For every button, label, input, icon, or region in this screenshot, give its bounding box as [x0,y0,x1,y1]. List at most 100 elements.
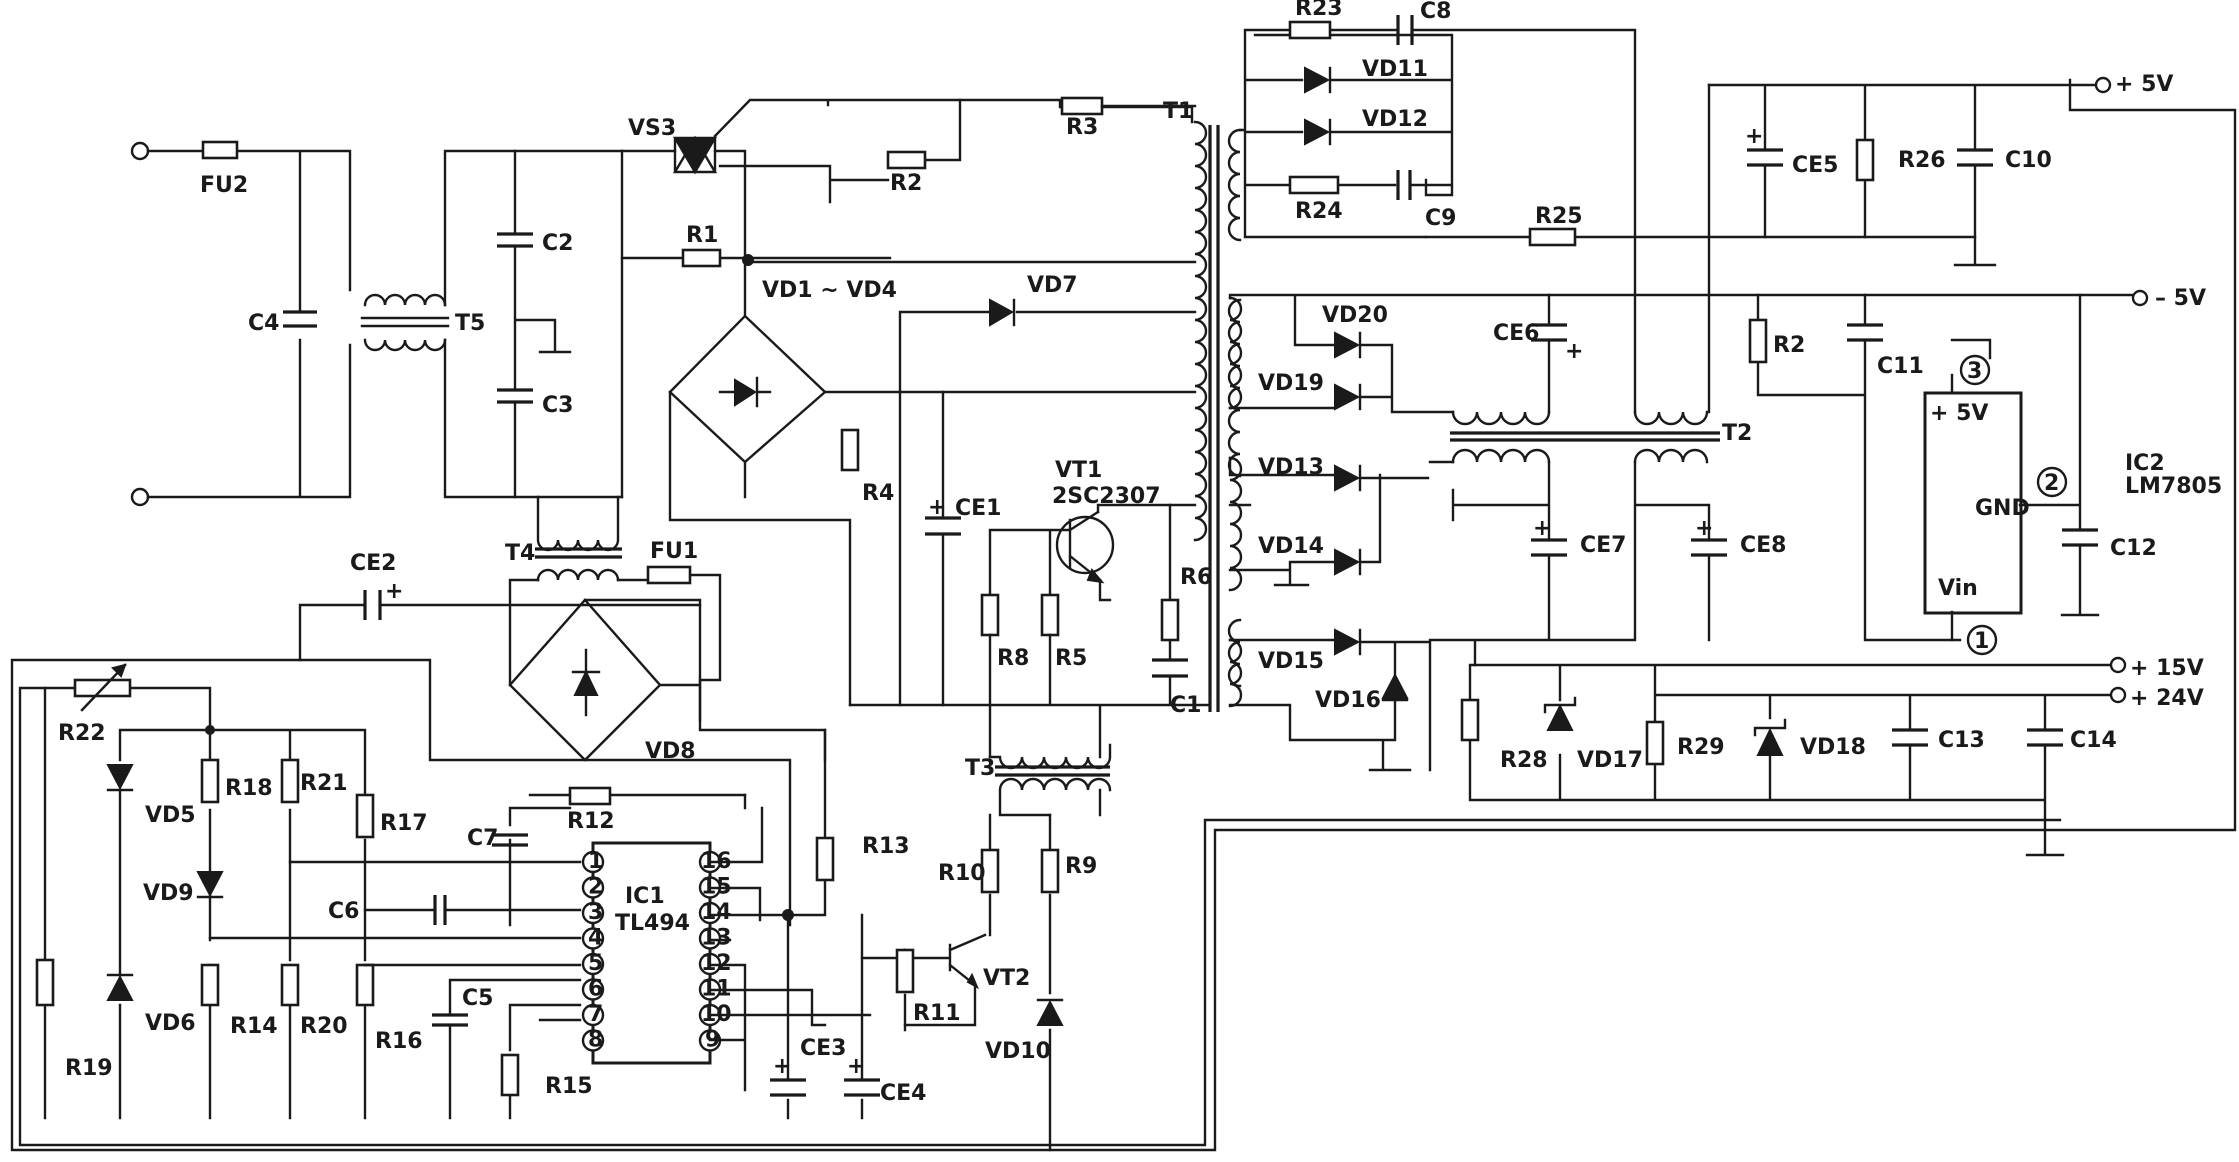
label-t5: T5 [455,311,485,336]
capacitor-ce8 [1691,538,1727,557]
label-r5: R5 [1055,646,1087,671]
ic1-pin-12-number: 12 [701,951,732,976]
label-vd5: VD5 [145,803,196,828]
label-ce2: CE2 [350,551,396,576]
label-c5: C5 [462,986,493,1011]
label-r2: R2 [890,171,922,196]
capacitor-ce2 [363,590,382,620]
ic1-pin-1 [581,850,605,874]
ic2-pin-2 [2036,466,2068,498]
label-r22: R22 [58,721,106,746]
label-c8: C8 [1420,0,1451,24]
ic1-body [591,841,712,1065]
svg-text:+: + [1695,516,1713,541]
fuse-fu2 [201,140,239,160]
label-r28: R28 [1500,748,1548,773]
capacitor-c13 [1892,728,1928,747]
transformer-t1 [1193,120,1242,712]
label-c7: C7 [467,826,498,851]
zener-vd10 [1036,998,1064,1026]
label-r21: R21 [300,771,348,796]
label-ce7: CE7 [1580,533,1626,558]
capacitor-c10 [1957,148,1993,167]
label-r20: R20 [300,1014,348,1039]
label-r13: R13 [862,834,910,859]
label-vt1-part: 2SC2307 [1052,484,1161,509]
svg-text:+: + [1745,124,1763,149]
label-r14: R14 [230,1014,278,1039]
resistor-r9 [1040,848,1060,894]
label-vt1: VT1 [1055,458,1102,483]
label-t1: T1 [1163,99,1193,124]
t1-secondary-windings: VD20 VD19 VD13 VD14 VD15 VD16 [1228,293,2082,772]
fuse-fu1 [646,565,692,585]
snubber-network: R23 C8 VD11 VD12 R24 C9 R25 [1238,0,1977,414]
ic1-pin-13-number: 13 [701,926,732,951]
label-vd14: VD14 [1258,534,1324,559]
ic1-pin-3-number: 3 [588,900,603,925]
capacitor-c9 [1396,170,1412,200]
label-r3: R3 [1066,115,1098,140]
resistor-r20 [280,963,300,1007]
label-r9: R9 [1065,854,1097,879]
resistor-r25 [1528,227,1577,247]
low-voltage-outputs: + 5V + CE5 R26 C10 – 5V R2 C11 C12 + 5V … [1707,72,2222,656]
label-vd18: VD18 [1800,735,1866,760]
label-vt2: VT2 [983,966,1030,991]
label-vd15: VD15 [1258,649,1324,674]
label-ic2: IC2 [2125,451,2165,476]
label-r25: R25 [1535,204,1583,229]
label-r2-secondary: R2 [1773,333,1805,358]
resistor-r6 [1160,598,1180,642]
label-c12: C12 [2110,536,2157,561]
output-terminal-p15v [2109,656,2127,674]
label-ic1-part: TL494 [615,911,690,936]
ic1-pin-6-number: 6 [588,977,603,1002]
ac-input-terminal-bottom [130,487,150,507]
label-vd20: VD20 [1322,303,1388,328]
triac-section: VS3 R2 R3 R1 VD1 ~ VD4 VD7 R4 + [620,96,1197,707]
label-vd12: VD12 [1362,107,1428,132]
transistor-vt1 [988,503,1197,602]
label-vd1-vd4: VD1 ~ VD4 [762,278,897,303]
resistor-r19 [35,958,55,1007]
capacitor-c3 [497,388,533,404]
resistor-r15 [500,1053,520,1097]
label-ce6: CE6 [1493,321,1539,346]
triac-vs3 [672,135,718,175]
resistor-r23 [1288,20,1332,40]
label-output-p15v: + 15V [2130,656,2204,681]
ic1-pin-1-number: 1 [588,849,603,874]
ic1-pin-14 [698,901,722,925]
label-ce4: CE4 [880,1081,926,1106]
ic2-pin-2-number: 2 [2044,471,2059,496]
output-rails: + 15V + 24V R28 VD17 R29 VD18 C13 C14 [1460,656,2204,857]
label-r24: R24 [1295,199,1343,224]
label-ce1: CE1 [955,496,1001,521]
label-ce8: CE8 [1740,533,1786,558]
label-fu2: FU2 [200,173,248,198]
label-r17: R17 [380,811,428,836]
ic1-pin-4 [581,927,605,950]
ic1-pin-2-number: 2 [588,875,603,900]
ic1-pin-8-number: 8 [588,1028,603,1053]
label-ce3: CE3 [800,1036,846,1061]
label-c14: C14 [2070,728,2117,753]
capacitor-c8 [1396,15,1414,45]
label-c2: C2 [542,231,573,256]
capacitor-c6 [433,895,447,925]
label-r29: R29 [1677,735,1725,760]
resistor-r12 [568,786,612,806]
resistor-r26 [1855,138,1875,182]
resistor-r2 [886,150,927,170]
label-t3: T3 [965,756,995,781]
transformer-t3 [988,743,1112,817]
ic2-pin-3 [1959,354,1991,386]
capacitor-ce4 [844,1078,880,1097]
ic2-pin-1 [1966,624,1998,656]
transformer-t4 [535,495,622,582]
ic1-pin-4-number: 4 [588,926,603,951]
capacitor-ce6 [1531,323,1567,342]
resistor-r28 [1460,698,1480,742]
